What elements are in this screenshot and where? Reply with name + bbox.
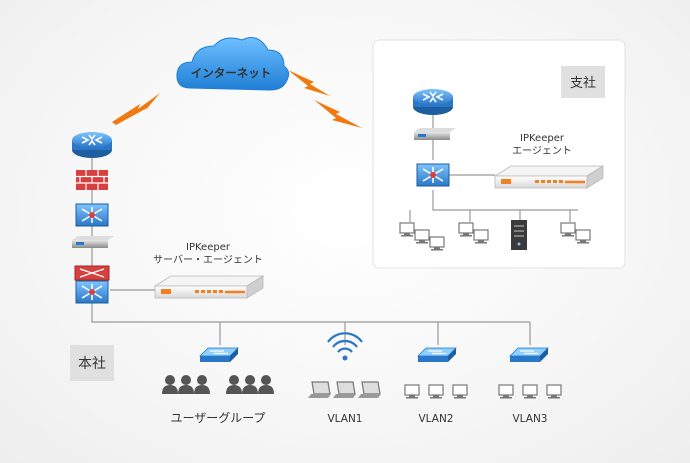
cloud-label: インターネット <box>191 66 272 80</box>
branch-server-rack-icon <box>414 128 456 140</box>
vlan3-pcs <box>498 384 562 400</box>
pc-icon <box>498 384 514 400</box>
hq-badge <box>70 345 114 381</box>
pc-icon <box>546 384 562 400</box>
server-agent-line1: IPKeeper <box>186 242 231 253</box>
branch-router-icon <box>412 88 454 116</box>
group-label-users: ユーザーグループ <box>170 411 265 425</box>
laptop-icon <box>307 381 332 399</box>
user-icon <box>178 375 194 394</box>
pc-icon <box>522 384 538 400</box>
hq-security-appliance-icon <box>74 265 110 281</box>
branch-agent-line2: エージェント <box>512 146 572 157</box>
branch-badge <box>561 66 605 98</box>
pc-icon <box>404 384 420 400</box>
branch-core-switch-icon <box>416 163 450 187</box>
user-group-icons <box>162 375 274 394</box>
lightning-icon <box>288 70 330 96</box>
wifi-icon <box>327 332 363 361</box>
server-agent-line2: サーバー・エージェント <box>153 254 263 266</box>
vlan2-switch-icon <box>417 347 457 363</box>
group-label-vlan3: VLAN3 <box>513 413 548 425</box>
branch-label: 支社 <box>570 75 596 91</box>
group-label-vlan2: VLAN2 <box>419 413 454 425</box>
pc-icon <box>428 384 444 400</box>
ipkeeper-server-agent-icon <box>153 274 265 300</box>
vlan2-pcs <box>404 384 468 400</box>
branch-agent-line1: IPKeeper <box>520 133 565 144</box>
hq-label: 本社 <box>78 356 106 372</box>
laptop-icon <box>357 381 382 399</box>
lightning-icons <box>112 70 362 128</box>
vlan1-laptops <box>307 381 382 399</box>
hq-core-switch-icon <box>75 203 109 227</box>
lightning-icon <box>112 93 160 125</box>
user-icon <box>242 375 258 394</box>
user-icon <box>194 375 210 394</box>
user-icon <box>162 375 178 394</box>
pc-icon <box>452 384 468 400</box>
ipkeeper-branch-agent-icon <box>493 164 605 190</box>
hq-router-icon <box>71 131 113 159</box>
firewall-icon <box>76 170 108 190</box>
internet-cloud-icon <box>176 37 290 91</box>
branch-server-tower-icon <box>511 220 527 250</box>
hq-server-rack-icon <box>72 236 114 248</box>
laptop-icon <box>332 381 357 399</box>
vlan3-switch-icon <box>509 347 549 363</box>
user-group-switch-icon <box>199 347 239 363</box>
user-icon <box>258 375 274 394</box>
hq-distribution-switch-icon <box>75 280 109 304</box>
group-label-vlan1: VLAN1 <box>328 413 363 425</box>
user-icon <box>226 375 242 394</box>
lightning-icon <box>314 100 362 128</box>
